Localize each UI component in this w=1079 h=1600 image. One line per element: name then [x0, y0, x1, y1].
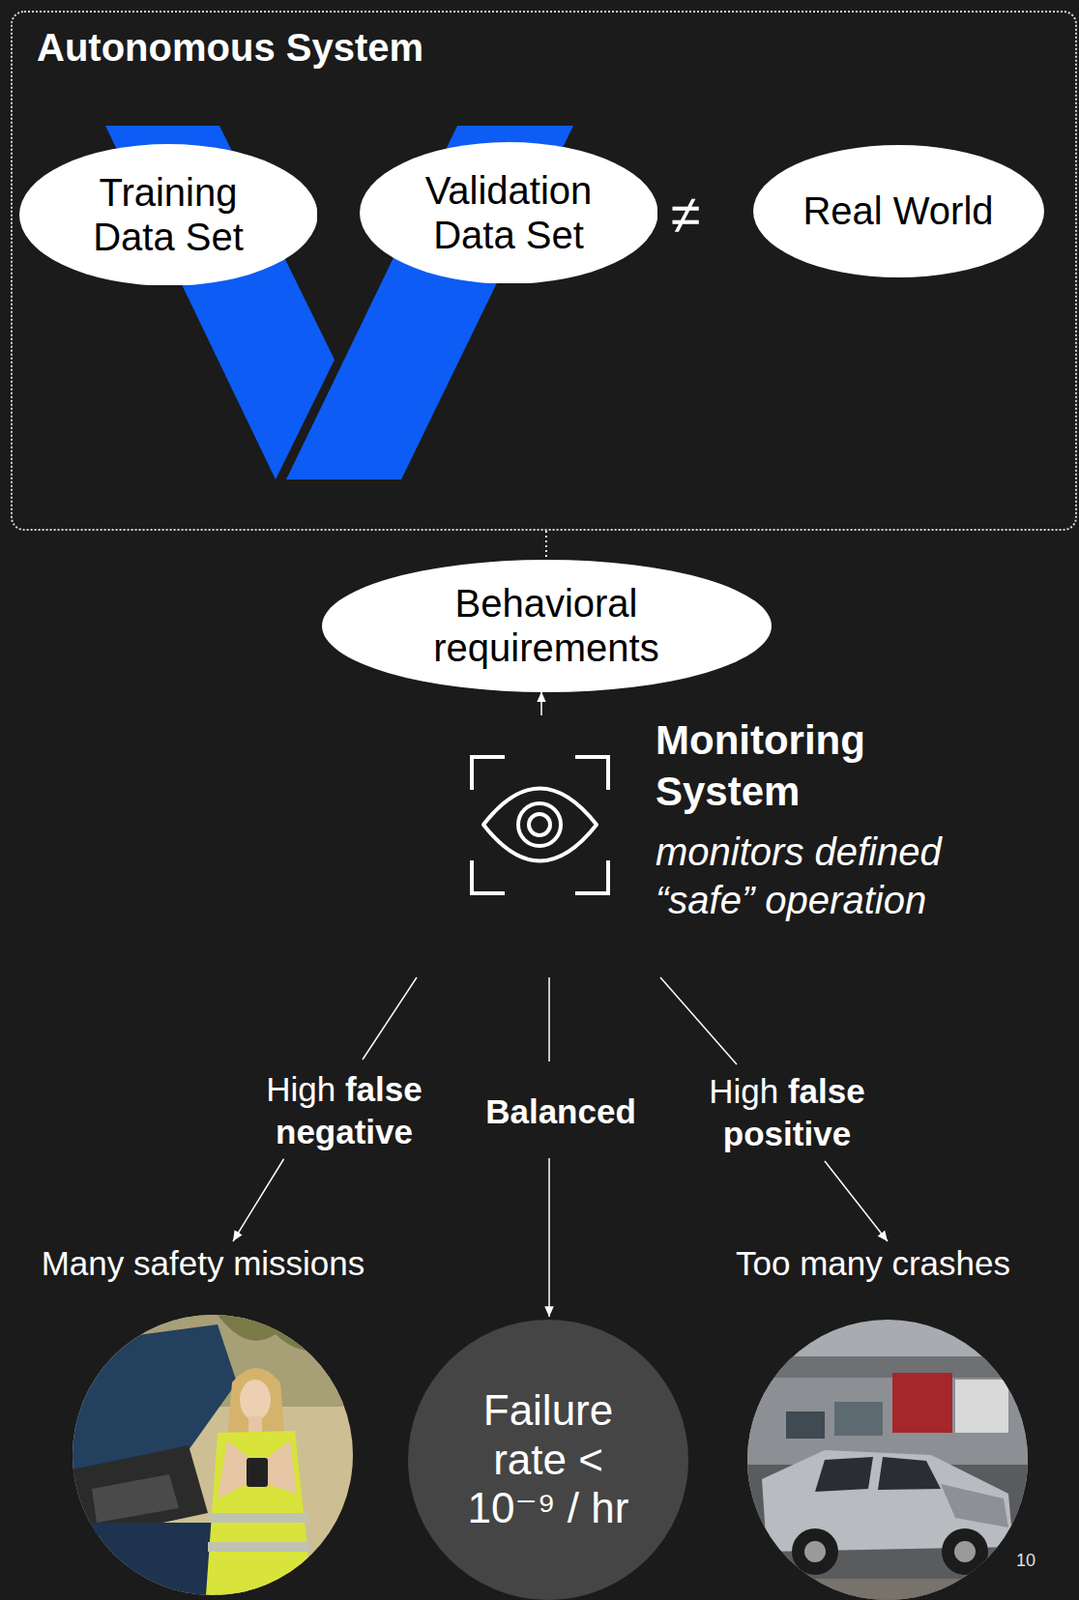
text-wrap: Training Data Set	[61, 170, 275, 260]
ellipse-outline	[359, 142, 659, 285]
dataset-ellipse: Training Data Set	[19, 144, 319, 287]
ellipse-fill	[359, 142, 659, 285]
label-plain: High	[708, 1072, 788, 1110]
node-label: Monitoring System	[655, 715, 977, 818]
roadside-photo	[72, 1314, 353, 1596]
text-wrap: Real World	[802, 188, 993, 234]
connector	[660, 977, 888, 1242]
edge-label: High false positive	[686, 1070, 888, 1156]
dataset-ellipse: Validation Data Set	[359, 142, 659, 285]
ellipse-outline	[19, 144, 319, 287]
node-label: Autonomous System	[36, 26, 424, 70]
crash-photo	[747, 1319, 1028, 1600]
v-model-shape	[0, 0, 1079, 581]
text-wrap: Behavioral requirements	[406, 581, 687, 671]
text-wrap: Validation Data Set	[402, 168, 615, 258]
node-label: Many safety missions	[24, 1244, 382, 1284]
edge-label: Balanced	[481, 1090, 641, 1134]
circle-fill	[408, 1319, 689, 1600]
outcome-circle: Failure rate < 10⁻⁹ / hr	[408, 1319, 689, 1600]
page-number: 10	[1016, 1551, 1036, 1572]
ellipse-fill	[19, 144, 319, 287]
connector	[548, 977, 551, 1317]
world-ellipse: Real World	[753, 145, 1045, 278]
outcome-photo-node: Too many crashes	[715, 1244, 1031, 1600]
ellipse-fill	[321, 559, 772, 693]
node-label: Behavioral requirements	[406, 581, 687, 671]
text-wrap: Failure rate < 10⁻⁹ / hr	[456, 1386, 641, 1534]
node-label: Real World	[802, 188, 993, 234]
node-label: Too many crashes	[715, 1244, 1031, 1284]
ellipse-outline	[321, 559, 772, 693]
node-label: Validation Data Set	[402, 168, 615, 258]
node-label: Training Data Set	[61, 170, 275, 260]
requirements-ellipse: Behavioral requirements	[321, 559, 772, 693]
label-bold: Balanced	[485, 1092, 637, 1131]
connector	[545, 530, 548, 560]
monitoring-block: Monitoring Systemmonitors defined “safe”…	[464, 715, 977, 925]
node-label: Failure rate < 10⁻⁹ / hr	[456, 1386, 641, 1534]
not-equal-sign: ≠	[670, 184, 701, 245]
outcome-photo-node: Many safety missions	[24, 1244, 382, 1600]
label-plain: High	[265, 1070, 346, 1109]
ellipse-fill	[753, 145, 1045, 278]
connector	[540, 692, 543, 717]
system-boundary: Autonomous SystemTraining Data Set Valida…	[10, 10, 1078, 531]
edge-label: High false negative	[243, 1068, 445, 1154]
node-body: monitors defined “safe” operation	[655, 827, 977, 925]
